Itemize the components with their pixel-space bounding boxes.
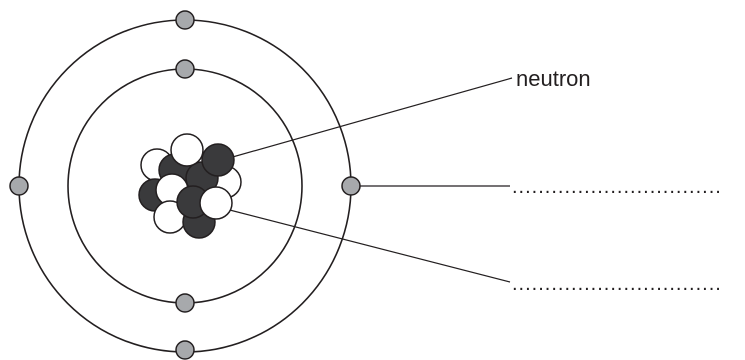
electron xyxy=(175,340,195,360)
electron xyxy=(341,176,361,196)
nucleus xyxy=(138,133,242,239)
electron xyxy=(175,59,195,79)
electron xyxy=(175,10,195,30)
proton xyxy=(199,186,233,220)
answer-blank-1: ................................ xyxy=(512,176,722,198)
neutron-leader-line xyxy=(221,77,513,161)
electron xyxy=(175,293,195,313)
proton-leader-line xyxy=(217,206,511,283)
neutron xyxy=(201,143,235,177)
proton xyxy=(170,133,204,167)
neutron-label: neutron xyxy=(516,66,591,91)
electron xyxy=(9,176,29,196)
answer-blank-2: ................................ xyxy=(512,273,722,295)
